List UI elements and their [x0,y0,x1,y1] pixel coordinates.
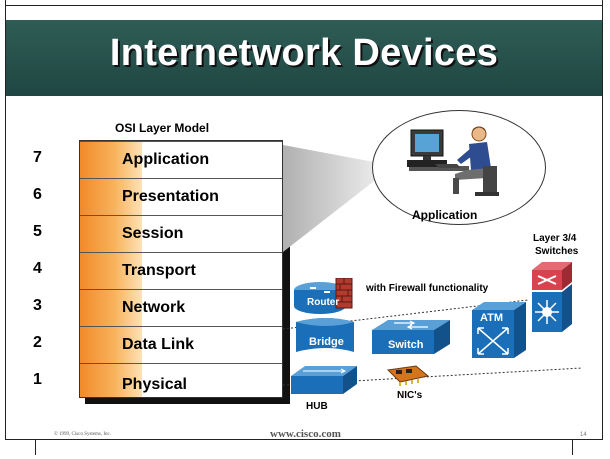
layer-number: 2 [33,334,42,351]
page-number: 14 [580,432,587,438]
slide-title: Internetwork Devices [109,32,499,74]
switch-label: Switch [388,339,424,351]
layer-number: 4 [33,260,42,277]
footer-url: www.cisco.com [270,428,341,440]
hub-label: HUB [306,401,328,412]
nic-label: NIC's [397,390,423,401]
osi-layer-table: Application Presentation Session Transpo… [79,140,283,398]
footer-copyright: © 1999, Cisco Systems, Inc. [54,432,111,437]
l34-label-line2: Switches [535,246,579,257]
layer-name: Data Link [122,336,195,353]
application-caption: Application [412,208,478,222]
nic-card-icon [386,365,430,386]
layer-name: Physical [122,376,187,393]
atm-switch-icon [472,302,526,358]
router-icon [294,278,353,314]
bridge-icon [296,318,354,352]
layer-name: Transport [122,262,196,279]
corner-tick [5,0,6,6]
hub-icon [291,366,357,394]
bridge-label: Bridge [309,336,344,348]
osi-row-application: Application [80,141,282,178]
layer-number: 1 [33,371,42,388]
corner-tick [572,440,573,455]
router-label: Router [307,297,340,308]
corner-tick [602,0,603,6]
corner-tick [35,440,36,455]
osi-row-network: Network [80,289,282,326]
atm-label: ATM [480,312,504,324]
osi-row-data-link: Data Link [80,326,282,363]
switch-icon [372,320,450,354]
layer-number: 3 [33,297,42,314]
layer-name: Presentation [122,188,219,205]
firewall-label: with Firewall functionality [366,283,489,294]
title-band [6,20,602,96]
layer-number: 7 [33,149,42,166]
layer-number: 5 [33,223,42,240]
layer-name: Network [122,299,186,316]
osi-gradient [80,141,142,397]
layer34-switch-icon [532,262,572,332]
osi-row-physical: Physical [80,363,282,397]
osi-caption: OSI Layer Model [115,121,210,135]
layer-name: Session [122,225,184,242]
l34-label-line1: Layer 3/4 [533,233,577,244]
layer-name: Application [122,151,210,168]
osi-row-session: Session [80,215,282,252]
person-at-computer-icon [407,126,499,196]
osi-row-transport: Transport [80,252,282,289]
layer-number: 6 [33,186,42,203]
osi-row-presentation: Presentation [80,178,282,215]
